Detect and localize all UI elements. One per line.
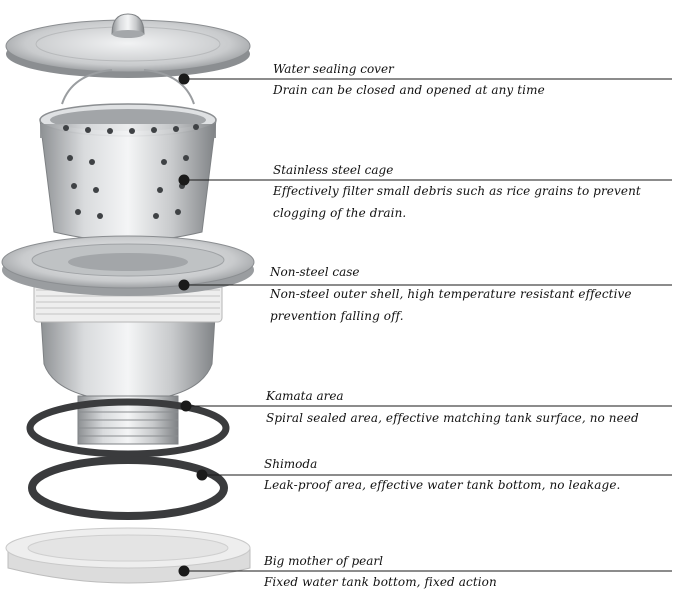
non-steel-case-part <box>1 235 255 445</box>
leader-lines <box>178 73 672 577</box>
water-sealing-cover-part <box>5 13 251 105</box>
callout-desc-non-steel-case: Non-steel outer shell, high temperature … <box>270 287 632 323</box>
callout-title-shimoda: Shimoda <box>264 457 318 471</box>
callout-title-big-mother-of-pearl: Big mother of pearl <box>264 554 383 568</box>
callout-title-kamata-area: Kamata area <box>266 389 344 403</box>
callout-desc-kamata-area: Spiral sealed area, effective matching t… <box>266 411 639 425</box>
lower-gasket-part <box>28 456 228 520</box>
callout-title-non-steel-case: Non-steel case <box>270 265 360 279</box>
callout-title-stainless-steel-cage: Stainless steel cage <box>273 163 394 177</box>
callout-desc-water-sealing-cover: Drain can be closed and opened at any ti… <box>273 83 545 97</box>
callout-title-water-sealing-cover: Water sealing cover <box>273 62 394 76</box>
callout-desc-stainless-steel-cage: Effectively filter small debris such as … <box>273 184 641 220</box>
locking-nut-part <box>5 527 251 584</box>
callout-desc-big-mother-of-pearl: Fixed water tank bottom, fixed action <box>264 575 497 589</box>
upper-gasket-part <box>26 398 230 458</box>
callout-desc-shimoda: Leak-proof area, effective water tank bo… <box>264 478 621 492</box>
stainless-steel-cage-part <box>39 103 217 242</box>
